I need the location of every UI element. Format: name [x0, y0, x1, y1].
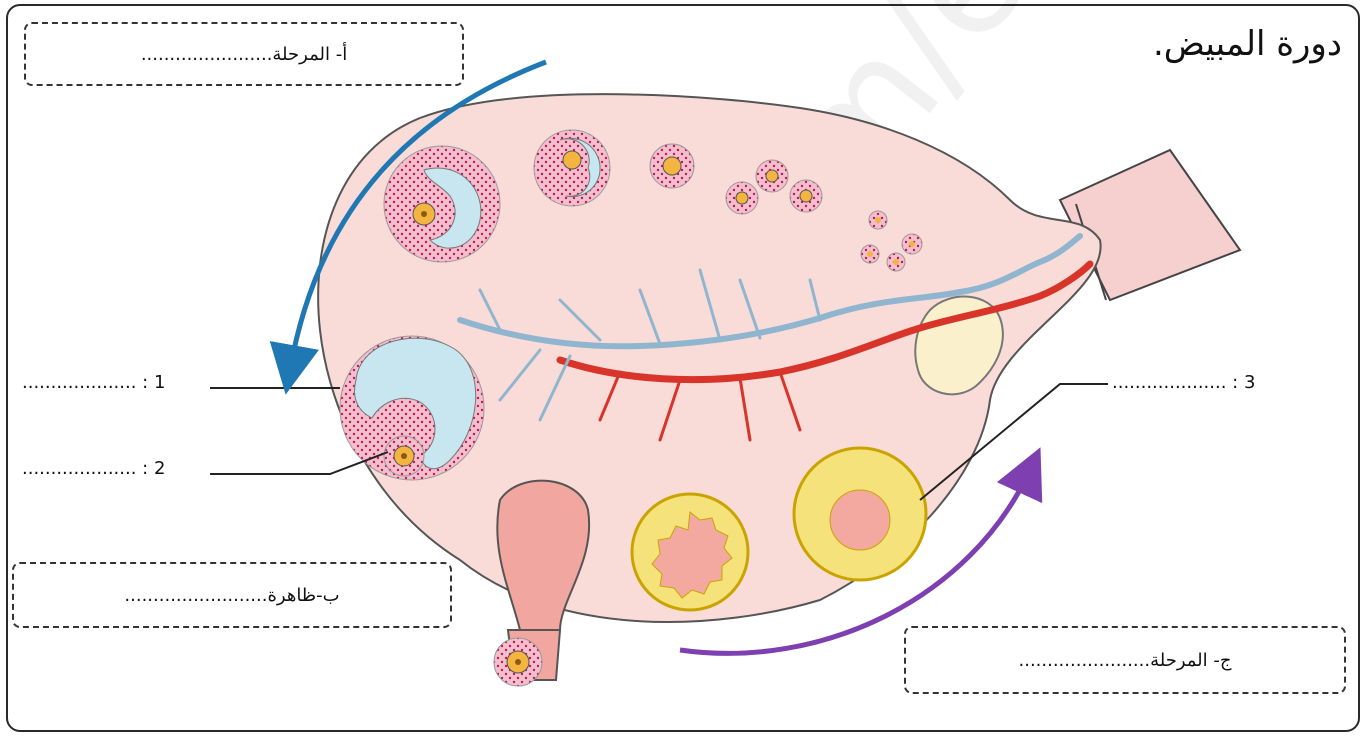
tertiary-follicle	[384, 146, 500, 262]
corpus-luteum	[794, 448, 926, 580]
graafian-follicle	[340, 336, 484, 480]
secondary-follicle	[534, 130, 610, 206]
early-corpus-luteum	[632, 494, 748, 610]
ovulation-follicle	[494, 481, 589, 686]
